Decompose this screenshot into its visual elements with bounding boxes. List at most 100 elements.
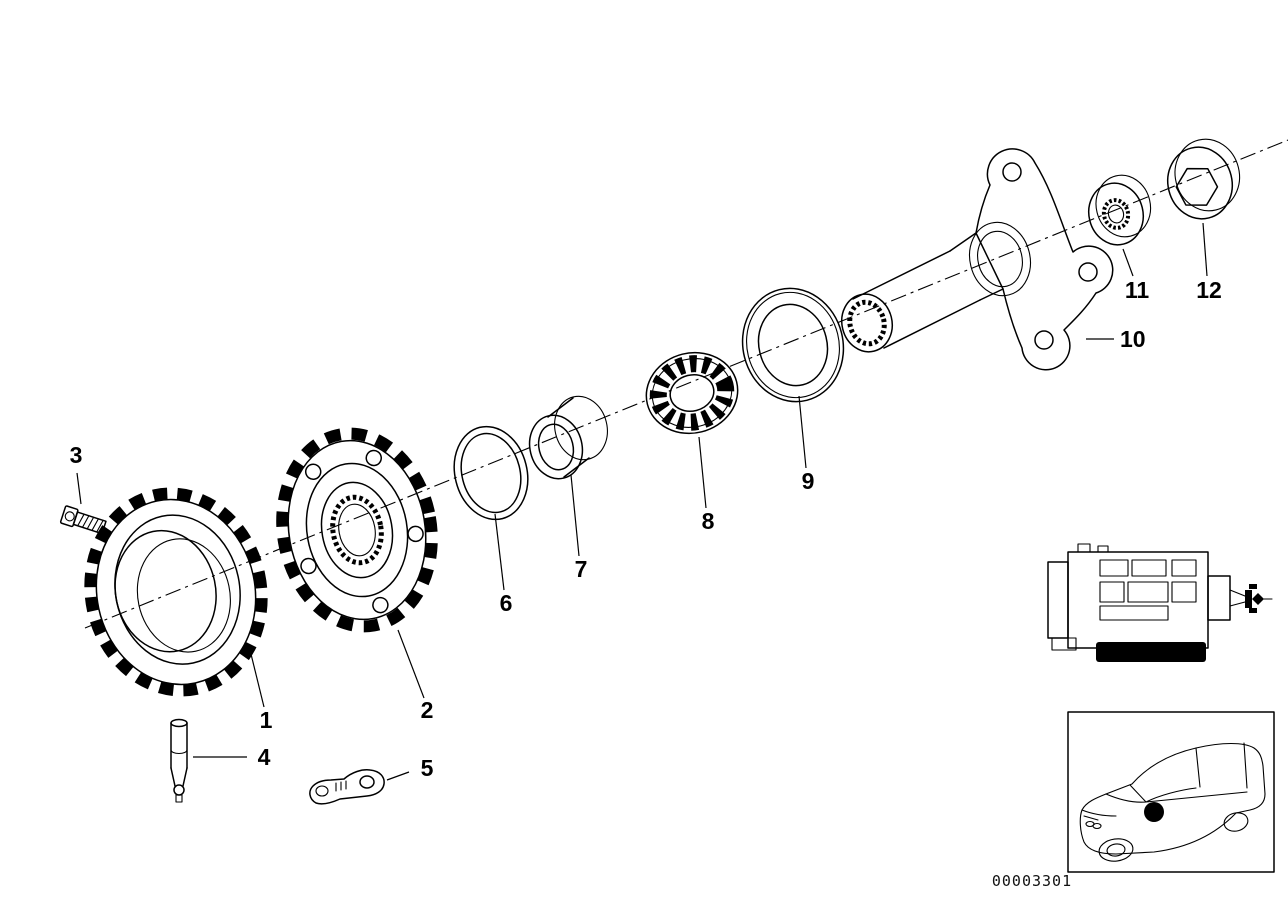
gear-hub — [320, 481, 394, 579]
oring-inner — [460, 432, 522, 514]
leader-line-5 — [386, 771, 410, 781]
trans-inner-box — [1099, 559, 1129, 577]
pin-band — [170, 749, 188, 755]
oring-outer — [453, 425, 529, 521]
leader-line-3 — [76, 472, 82, 505]
flange-hub-inner — [977, 230, 1023, 288]
trans-top-lug — [1077, 543, 1091, 553]
trans-inner-box — [1171, 559, 1197, 577]
nut-bore — [1107, 204, 1125, 224]
bushing-front — [528, 414, 584, 480]
gear-root — [287, 439, 427, 621]
callout-11[interactable]: 11 — [1125, 277, 1150, 303]
gear-bolt-hole — [304, 463, 322, 480]
part-11-nut — [1087, 174, 1152, 246]
lockring-front — [1167, 146, 1233, 220]
gear-bolt-hole — [365, 449, 383, 467]
shaft-cone — [949, 232, 1004, 301]
seal-inner — [757, 303, 829, 387]
leader-line-9 — [798, 395, 807, 469]
shaft-body — [852, 250, 981, 349]
part-5-bracket — [309, 769, 385, 805]
shaft-spline-end — [840, 293, 894, 353]
ring-teeth — [84, 487, 268, 697]
seal-outer — [741, 287, 845, 403]
bolt-threads — [77, 513, 104, 533]
callout-9[interactable]: 9 — [802, 468, 815, 494]
car-front-wheel-hub — [1106, 843, 1126, 857]
centerline — [84, 139, 1288, 629]
callout-5[interactable]: 5 — [421, 755, 434, 781]
trans-main-case — [1067, 551, 1209, 649]
leader-line-8 — [698, 436, 707, 509]
callout-1[interactable]: 1 — [260, 707, 273, 733]
highlighted-section-marker — [1245, 590, 1252, 608]
flange-hole — [1034, 330, 1054, 350]
pin-taper — [170, 767, 188, 787]
pin-body — [170, 722, 188, 769]
bearing-outer-rim — [645, 351, 739, 435]
leader-line-7 — [570, 474, 580, 557]
car-body-outline — [1079, 742, 1266, 855]
trans-foot — [1051, 637, 1077, 651]
doc-number: 00003301 — [992, 872, 1072, 890]
seal-step — [746, 291, 840, 399]
gear-bolt-hole — [372, 596, 389, 614]
nut-front — [1087, 182, 1145, 246]
pin-top — [170, 718, 188, 728]
trans-top-lug — [1097, 545, 1109, 553]
part-8-bearing — [645, 351, 739, 435]
callout-8[interactable]: 8 — [702, 508, 715, 534]
leader-line-12 — [1202, 222, 1208, 277]
callout-2[interactable]: 2 — [421, 697, 434, 723]
callout-3[interactable]: 3 — [70, 442, 83, 468]
bushing-sides — [547, 397, 590, 478]
trans-inner-box — [1099, 605, 1169, 621]
callout-7[interactable]: 7 — [575, 556, 588, 582]
nut-back — [1095, 174, 1152, 238]
callout-6[interactable]: 6 — [500, 590, 513, 616]
gear-teeth — [276, 427, 438, 633]
nut-thread-bore — [1101, 198, 1131, 230]
ring-root — [95, 498, 257, 686]
gear-bolt-hole — [300, 557, 317, 575]
part-7-bushing — [528, 395, 608, 480]
part-2-gear — [276, 427, 438, 633]
gear-bolt-hole — [407, 525, 424, 543]
trans-tail-step — [1207, 575, 1231, 621]
lockring-back — [1174, 138, 1241, 212]
gear-bore — [338, 503, 376, 557]
bolt-socket — [64, 511, 75, 522]
gear-spline-bore — [330, 494, 384, 566]
lockring-hex-hole — [1175, 167, 1219, 206]
bracket-hole — [359, 775, 375, 789]
transmission-schematic-inset — [1047, 543, 1273, 662]
pin-tip — [175, 794, 183, 803]
flange-hub-outer — [968, 221, 1032, 297]
flange-hole — [1002, 162, 1022, 182]
pin-knob — [173, 784, 185, 796]
leader-line-2 — [397, 629, 425, 699]
part-6-oring — [453, 425, 529, 521]
callout-12[interactable]: 12 — [1196, 277, 1222, 303]
callout-10[interactable]: 10 — [1120, 326, 1146, 352]
part-10-output-flange — [840, 148, 1114, 371]
bushing-back — [554, 395, 608, 461]
car-headlight-line — [1083, 815, 1099, 821]
car-grille-kidney — [1092, 822, 1102, 830]
flange-hole — [1078, 262, 1098, 282]
bracket-slot — [315, 785, 329, 797]
part-1-toothed-ring — [84, 487, 268, 697]
callout-4[interactable]: 4 — [258, 744, 271, 770]
car-glasshouse-lines — [1129, 742, 1248, 803]
part-9-seal-ring — [741, 287, 845, 403]
part-4-pin — [170, 718, 188, 803]
car-rear-wheel — [1223, 812, 1249, 832]
shaft-splines — [847, 299, 887, 347]
flange-plate — [975, 148, 1114, 371]
joint-lug-bottom — [1249, 608, 1257, 613]
trans-oil-pan — [1096, 642, 1206, 662]
gear-face — [305, 462, 409, 598]
location-dot — [1144, 802, 1164, 822]
